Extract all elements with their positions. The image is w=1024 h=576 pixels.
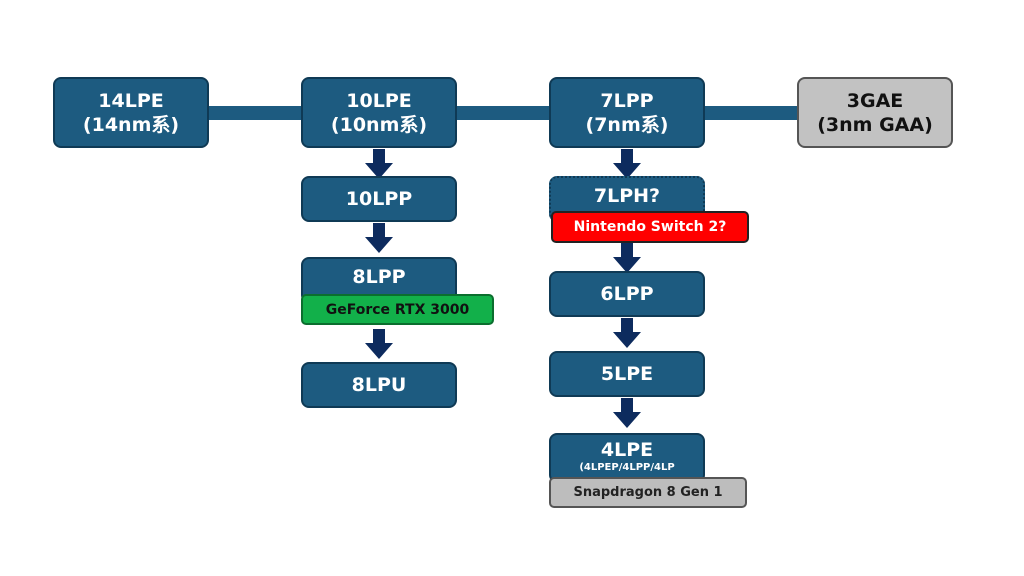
down-arrow-icon <box>365 223 393 253</box>
node-sublabel: (3nm GAA) <box>817 113 933 136</box>
down-arrow-icon <box>613 149 641 179</box>
node-sublabel: (14nm系) <box>82 113 180 136</box>
node-8lpu: 8LPU <box>301 362 457 408</box>
node-label: 4LPE <box>600 439 654 461</box>
node-variants: (4LPEP/4LPP/4LP <box>579 462 675 473</box>
node-4lpe: 4LPE (4LPEP/4LPP/4LP <box>549 433 705 483</box>
node-label: 10LPP <box>345 188 413 210</box>
timeline-connector <box>205 106 805 120</box>
node-label: 8LPP <box>352 266 406 288</box>
node-10lpp: 10LPP <box>301 176 457 222</box>
node-6lpp: 6LPP <box>549 271 705 317</box>
node-7lpp: 7LPP (7nm系) <box>549 77 705 148</box>
node-5lpe: 5LPE <box>549 351 705 397</box>
node-label: 7LPP <box>600 89 654 112</box>
node-label: 14LPE <box>98 89 164 112</box>
node-label: 8LPU <box>351 374 407 396</box>
node-label: 3GAE <box>846 89 904 112</box>
down-arrow-icon <box>365 329 393 359</box>
node-label: 6LPP <box>600 283 654 305</box>
node-label: 10LPE <box>346 89 412 112</box>
down-arrow-icon <box>613 318 641 348</box>
down-arrow-icon <box>365 149 393 179</box>
product-tag-switch2: Nintendo Switch 2? <box>551 211 749 243</box>
node-10lpe: 10LPE (10nm系) <box>301 77 457 148</box>
product-tag-geforce: GeForce RTX 3000 <box>301 294 494 325</box>
node-sublabel: (10nm系) <box>330 113 428 136</box>
node-label: 7LPH? <box>593 185 661 207</box>
down-arrow-icon <box>613 243 641 273</box>
node-3gae: 3GAE (3nm GAA) <box>797 77 953 148</box>
node-sublabel: (7nm系) <box>585 113 669 136</box>
node-14lpe: 14LPE (14nm系) <box>53 77 209 148</box>
product-tag-snapdragon: Snapdragon 8 Gen 1 <box>549 477 747 508</box>
down-arrow-icon <box>613 398 641 428</box>
node-label: 5LPE <box>600 363 654 385</box>
